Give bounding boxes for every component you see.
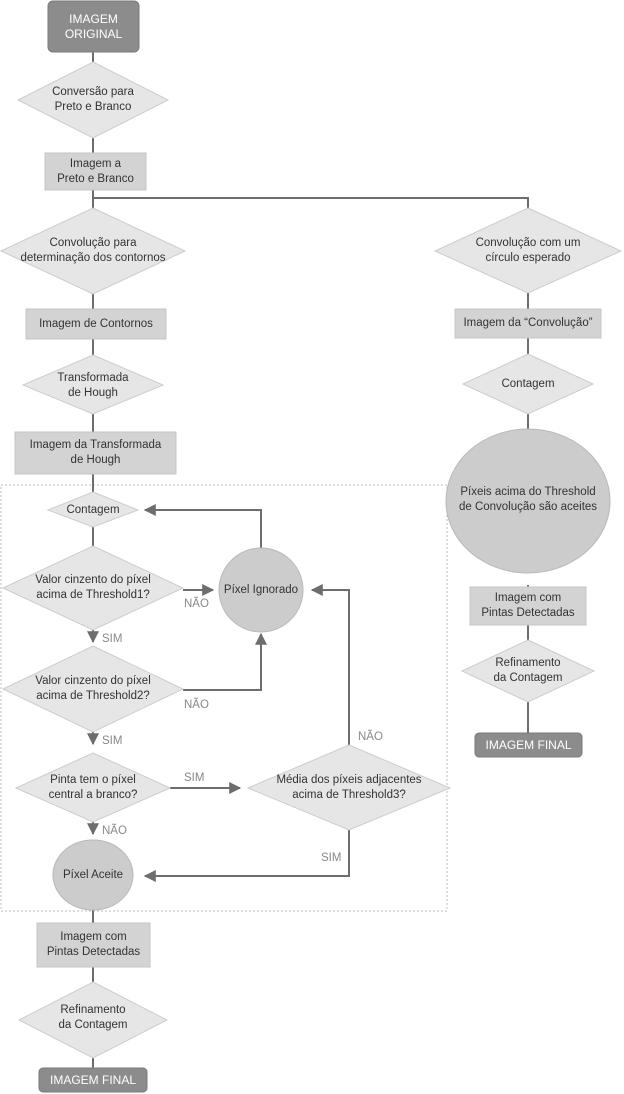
node-contagem-left-diamond — [46, 491, 140, 528]
edge-label-media-sim: SIM — [321, 852, 342, 864]
edge-label-t1-sim: SIM — [102, 633, 123, 645]
node-imagem-original — [47, 0, 140, 53]
node-pixel-ignorado-circle — [218, 547, 304, 633]
imagem-contornos-label: Imagem de Contornos — [39, 317, 153, 330]
imagem-pintas-right-label: Imagem com Pintas Detectadas — [481, 592, 575, 619]
contagem-right-label: Contagem — [501, 377, 555, 390]
node-valor-t2-diamond — [1, 645, 185, 733]
refinamento-left-label: Refinamento da Contagem — [58, 1004, 128, 1031]
media-label: Média dos píxeis adjacentes acima de Thr… — [276, 774, 422, 801]
imagem-final-left-label: IMAGEM FINAL — [49, 1072, 136, 1087]
imagem-transformada-label: Imagem da Transformada de Hough — [29, 439, 162, 466]
node-conv-contornos-diamond — [0, 207, 187, 295]
edge-label-pinta-sim: SIM — [184, 772, 205, 784]
node-conversao-diamond — [16, 61, 170, 139]
node-pinta-central-diamond — [14, 752, 172, 823]
node-conv-circulo-diamond — [433, 207, 623, 294]
node-valor-t1-diamond — [1, 545, 185, 631]
node-imagem-pintas-left — [36, 922, 151, 968]
edge-label-t2-nao: NÃO — [184, 699, 209, 711]
node-imagem-final-right — [474, 732, 583, 758]
node-imagem-convolucao — [454, 308, 602, 339]
node-media-diamond — [246, 744, 452, 831]
imagem-preto-branco-label: Imagem a Preto e Branco — [57, 157, 134, 185]
valor-t2-label: Valor cinzento do píxel acima de Thresho… — [35, 675, 151, 702]
node-refinamento-right-diamond — [460, 639, 596, 703]
contagem-left-label: Contagem — [66, 503, 120, 516]
node-imagem-final-left — [38, 1067, 148, 1093]
node-imagem-contornos — [25, 308, 167, 340]
imagem-final-right-label: IMAGEM FINAL — [485, 737, 572, 752]
node-imagem-preto-branco — [44, 152, 147, 191]
imagem-original-label: IMAGEM ORIGINAL — [64, 11, 123, 41]
pixeis-acima-label: Píxeis acima do Threshold de Convolução … — [458, 486, 598, 513]
node-transformada-diamond — [21, 354, 165, 415]
connector-lines — [87, 52, 529, 1068]
edge-label-media-nao: NÃO — [358, 731, 383, 743]
pixel-ignorado-label: Píxel Ignorado — [223, 583, 299, 596]
conv-contornos-label: Convolução para determinação dos contorn… — [20, 237, 166, 264]
node-refinamento-left-diamond — [17, 981, 169, 1059]
conversao-label: Conversão para Preto e Branco — [52, 86, 134, 113]
edge-label-t2-sim: SIM — [102, 735, 123, 747]
edge-label-t1-nao: NÃO — [184, 598, 209, 610]
edge-label-pinta-nao: NÃO — [102, 825, 127, 837]
node-imagem-transformada — [14, 431, 177, 475]
node-pixel-aceite-circle — [52, 839, 134, 911]
node-imagem-pintas-right — [469, 586, 587, 626]
pixel-aceite-label: Píxel Aceite — [62, 868, 124, 881]
conv-circulo-label: Convolução com um círculo esperado — [475, 237, 581, 264]
pinta-central-label: Pinta tem o píxel central a branco? — [48, 774, 138, 801]
transformada-label: Transformada de Hough — [57, 372, 129, 399]
imagem-pintas-left-label: Imagem com Pintas Detectadas — [46, 931, 141, 958]
node-contagem-right-diamond — [461, 353, 595, 415]
node-pixeis-acima-circle — [445, 428, 611, 574]
imagem-convolucao-label: Imagem da “Convolução” — [463, 317, 593, 329]
refinamento-right-label: Refinamento da Contagem — [493, 657, 563, 684]
valor-t1-label: Valor cinzento do píxel acima de Thresho… — [35, 574, 151, 601]
